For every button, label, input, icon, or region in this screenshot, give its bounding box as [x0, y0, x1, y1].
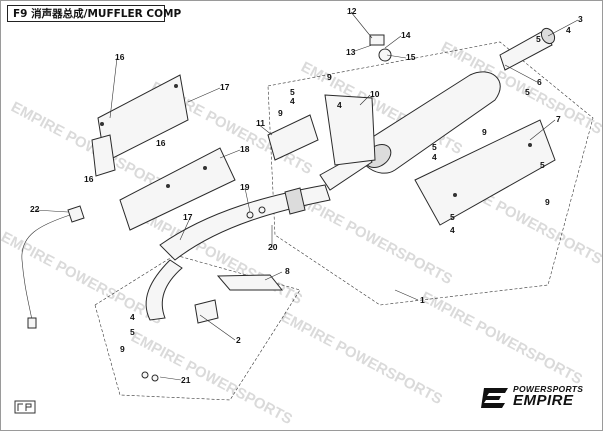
callout-4: 4: [432, 152, 437, 162]
callout-4: 4: [566, 25, 571, 35]
muffler-heat-guard: [267, 114, 319, 161]
callout-5: 5: [450, 212, 455, 222]
muffler-group-outline: [267, 41, 594, 306]
callout-19: 19: [240, 182, 250, 192]
heat-shield-plate: [119, 147, 236, 231]
watermark-text: EMPIRE POWERSPORTS: [418, 289, 585, 389]
tail-pipe: [499, 27, 556, 71]
callout-22: 22: [30, 204, 40, 214]
callout-5: 5: [130, 327, 135, 337]
page-corner-icon: [14, 400, 36, 414]
callout-7: 7: [556, 114, 561, 124]
callout-5: 5: [290, 87, 295, 97]
callout-2: 2: [236, 335, 241, 345]
callout-11: 11: [256, 118, 265, 128]
callout-9: 9: [278, 108, 283, 118]
callout-5: 5: [536, 34, 541, 44]
watermark-layer: EMPIRE POWERSPORTS EMPIRE POWERSPORTS EM…: [0, 39, 605, 429]
callout-16: 16: [84, 174, 94, 184]
muffler-side-cover: [324, 94, 376, 166]
o2-sensor: [21, 205, 85, 329]
heat-shield-bracket: [91, 74, 189, 177]
brand-name: EMPIRE: [513, 392, 574, 409]
callout-9: 9: [545, 197, 550, 207]
callout-4: 4: [290, 96, 295, 106]
callout-labels: 1 2 3 4 5 6 7 8 9 10 11 12 13 14 15 16 1…: [30, 6, 583, 385]
callout-9: 9: [482, 127, 487, 137]
callout-1: 1: [420, 295, 425, 305]
page-title: F9 消声器总成/MUFFLER COMP: [7, 5, 181, 22]
callout-12: 12: [347, 6, 357, 16]
brand-emblem-icon: [481, 388, 508, 408]
callout-21: 21: [181, 375, 191, 385]
callout-8: 8: [285, 266, 290, 276]
brand-logo: POWERSPORTS EMPIRE: [481, 383, 599, 411]
callout-18: 18: [240, 144, 250, 154]
callout-5: 5: [432, 142, 437, 152]
brand-subtitle: POWERSPORTS: [513, 384, 584, 394]
header-pipe: [145, 184, 331, 324]
header-pipe-group-outline: [94, 254, 301, 401]
callout-17: 17: [183, 212, 193, 222]
callout-16: 16: [115, 52, 125, 62]
gasket: [216, 274, 284, 291]
callout-20: 20: [268, 242, 278, 252]
callout-17: 17: [220, 82, 230, 92]
watermark-text: EMPIRE POWERSPORTS: [278, 309, 445, 409]
callout-4: 4: [337, 100, 342, 110]
callout-10: 10: [370, 89, 380, 99]
callout-5: 5: [540, 160, 545, 170]
callout-4: 4: [450, 225, 455, 235]
clamp-hardware: [141, 34, 392, 382]
callout-9: 9: [327, 72, 332, 82]
callout-3: 3: [578, 14, 583, 24]
callout-14: 14: [401, 30, 411, 40]
callout-15: 15: [406, 52, 416, 62]
callout-9: 9: [120, 344, 125, 354]
callout-13: 13: [346, 47, 356, 57]
callout-5: 5: [525, 87, 530, 97]
callout-4: 4: [130, 312, 135, 322]
callout-16: 16: [156, 138, 166, 148]
rear-heat-shield: [414, 119, 556, 226]
callout-6: 6: [537, 77, 542, 87]
callout-leaders: [34, 11, 579, 381]
